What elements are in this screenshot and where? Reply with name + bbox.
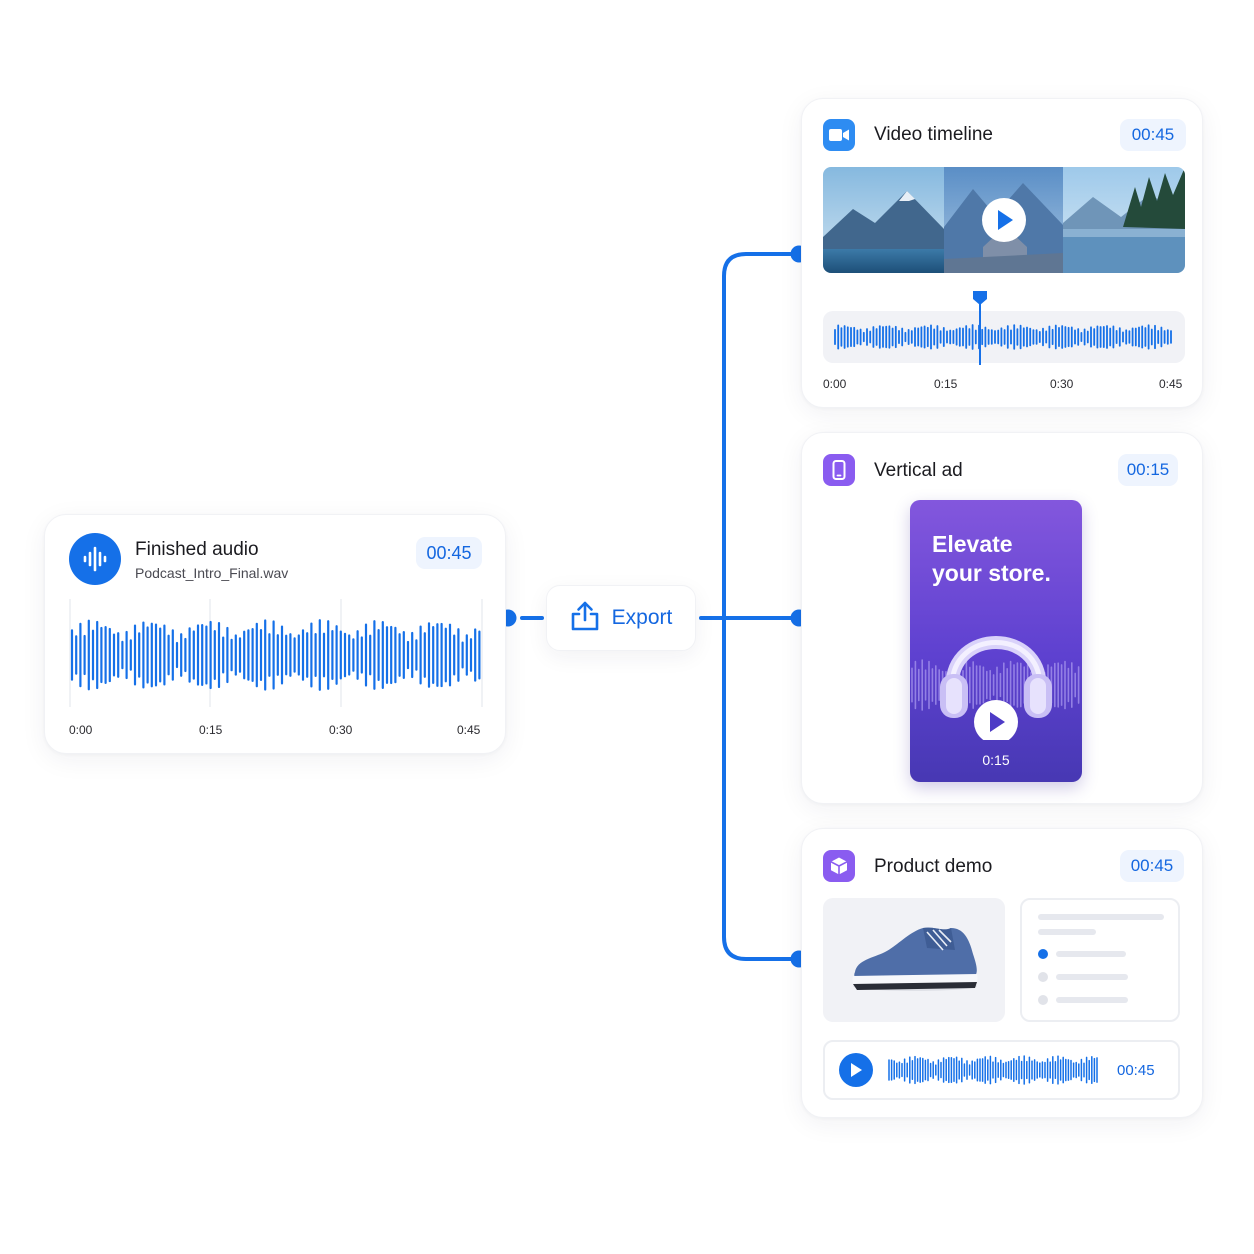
- audio-duration-badge: 00:45: [416, 537, 482, 569]
- vertical-ad-title: Vertical ad: [874, 460, 963, 481]
- audio-tick-2: 0:30: [329, 723, 353, 737]
- audio-tick-3: 0:45: [457, 723, 481, 737]
- audio-waveform[interactable]: [69, 599, 483, 707]
- video-audio-track[interactable]: [823, 311, 1185, 363]
- headphones-image: [911, 636, 1080, 740]
- audio-title: Finished audio: [135, 539, 259, 560]
- product-demo-card[interactable]: Product demo 00:45 00:45: [801, 828, 1203, 1118]
- product-demo-player-time: 00:45: [1117, 1062, 1155, 1079]
- audio-tick-0: 0:00: [69, 723, 93, 737]
- ad-headline-line-2: your store.: [932, 560, 1051, 586]
- audio-tick-1: 0:15: [199, 723, 223, 737]
- video-tick-3: 0:45: [1159, 377, 1183, 391]
- product-demo-duration-badge: 00:45: [1120, 850, 1184, 882]
- video-duration-badge: 00:45: [1120, 119, 1186, 151]
- vertical-ad-duration-badge: 00:15: [1118, 454, 1178, 486]
- video-tick-0: 0:00: [823, 377, 847, 391]
- video-tick-2: 0:30: [1050, 377, 1074, 391]
- audio-wave-icon: [69, 533, 121, 585]
- finished-audio-card[interactable]: Finished audio Podcast_Intro_Final.wav 0…: [44, 514, 506, 754]
- video-title: Video timeline: [874, 124, 994, 145]
- cube-icon: [823, 850, 855, 882]
- vertical-ad-card[interactable]: Vertical ad 00:15 Elevate your store. 0:…: [801, 432, 1203, 804]
- product-demo-waveform[interactable]: [885, 1052, 1103, 1088]
- export-label: Export: [611, 606, 673, 629]
- export-button[interactable]: Export: [546, 585, 696, 651]
- video-thumbnail-strip[interactable]: [823, 167, 1185, 273]
- video-timeline-card[interactable]: Video timeline 00:45: [801, 98, 1203, 408]
- timeline-playhead[interactable]: [970, 289, 990, 365]
- audio-filename: Podcast_Intro_Final.wav: [135, 565, 289, 581]
- vertical-ad-preview[interactable]: Elevate your store. 0:15: [910, 500, 1082, 782]
- shoe-image: [823, 898, 1005, 1022]
- upload-share-icon: [570, 600, 600, 637]
- video-camera-icon: [823, 119, 855, 151]
- product-demo-audio-player[interactable]: 00:45: [823, 1040, 1180, 1100]
- smartphone-icon: [823, 454, 855, 486]
- product-demo-title: Product demo: [874, 856, 993, 877]
- ad-headline: Elevate your store.: [932, 530, 1072, 588]
- video-tick-1: 0:15: [934, 377, 958, 391]
- ad-preview-time: 0:15: [982, 752, 1010, 768]
- play-icon[interactable]: [839, 1053, 873, 1087]
- ad-headline-line-1: Elevate: [932, 531, 1013, 557]
- product-feature-list: [1020, 898, 1180, 1022]
